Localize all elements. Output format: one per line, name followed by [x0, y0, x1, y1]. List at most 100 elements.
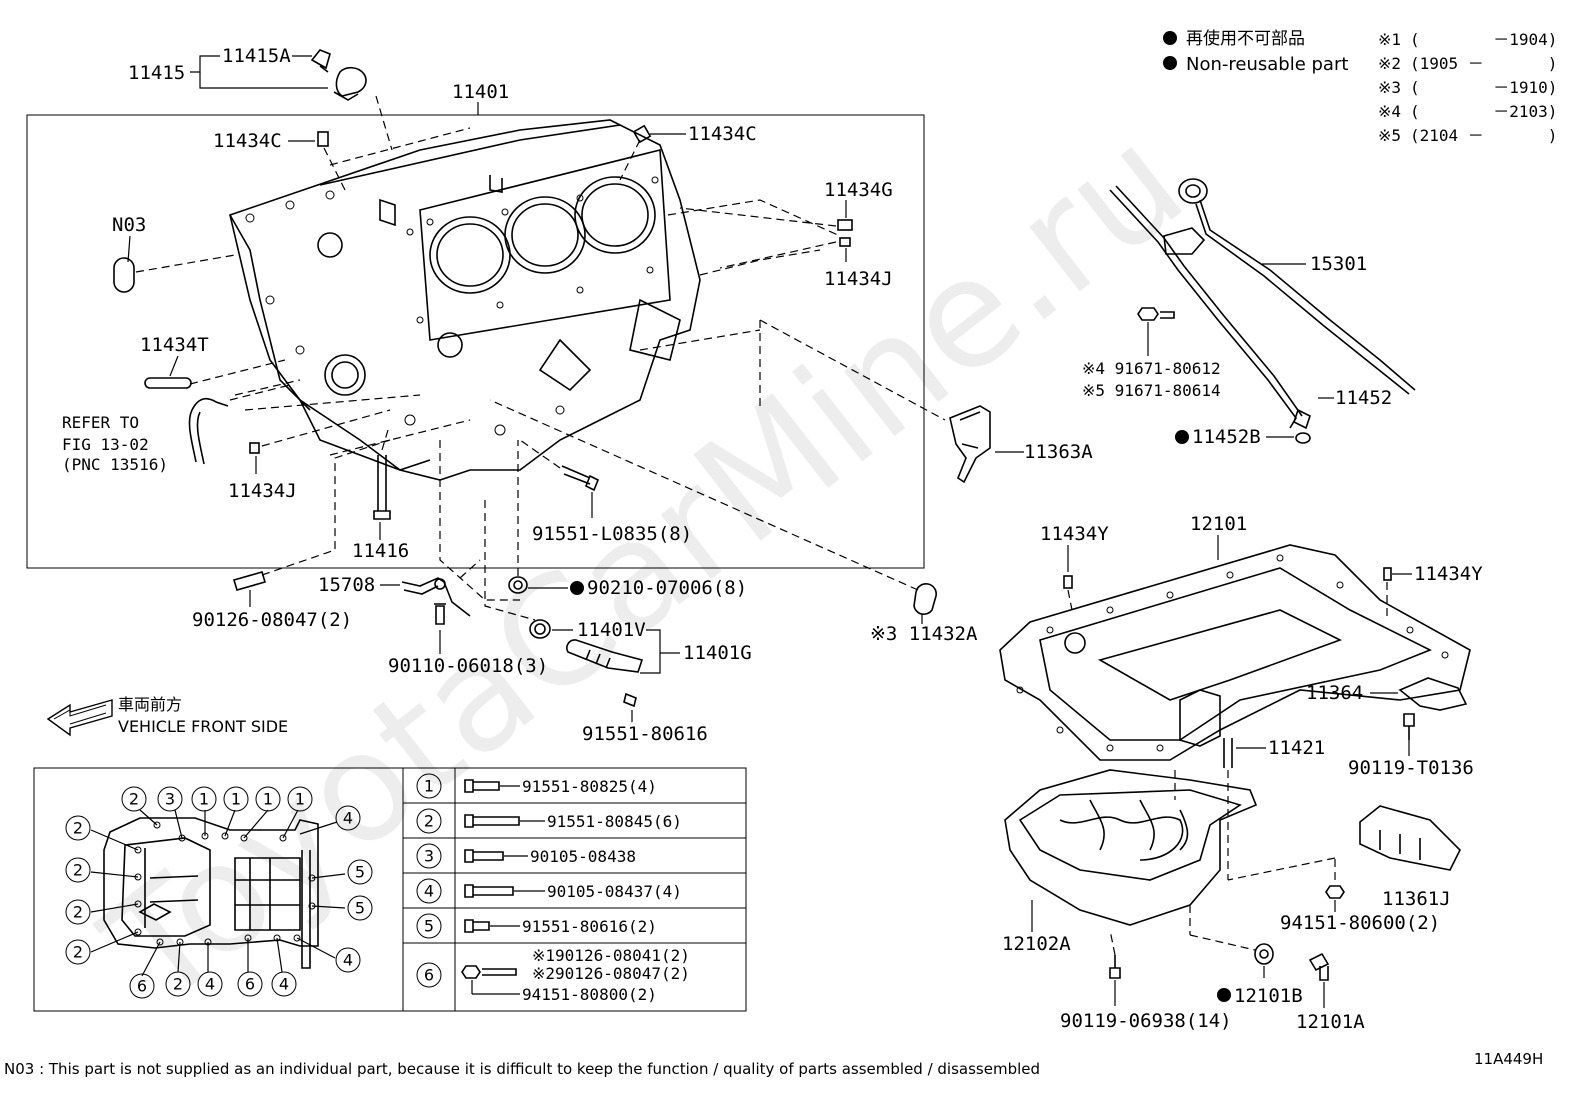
- bolt-row-5: 5 91551-80616(2): [416, 913, 657, 939]
- bolt-row-3: 3 90105-08438: [416, 843, 636, 869]
- callout-11434G: 11434G: [679, 179, 893, 269]
- bolt-row-6-part-a: ※190126-08041(2): [532, 946, 690, 965]
- label-11434C-left: 11434C: [213, 130, 282, 152]
- label-12102A: 12102A: [1002, 933, 1071, 955]
- note-range-3: ( －1910): [1410, 78, 1557, 97]
- map-callout: 6: [129, 973, 155, 999]
- cylinder-block-frame: [26, 114, 925, 569]
- label-11401G: 11401G: [683, 642, 752, 664]
- label-11364: 11364: [1306, 682, 1363, 704]
- bolt-row-5-num: 5: [424, 917, 434, 936]
- label-11434T: 11434T: [140, 334, 209, 356]
- bolt-row-2: 2 91551-80845(6): [416, 808, 682, 834]
- label-12101: 12101: [1190, 513, 1247, 535]
- svg-text:3: 3: [165, 790, 175, 809]
- label-11415: 11415: [128, 62, 185, 84]
- oil-pan-lower: [1004, 769, 1258, 951]
- drain-gasket: [1254, 943, 1274, 965]
- map-callout: 3: [157, 786, 183, 812]
- legend-non-reusable-ja: 再使用不可部品: [1186, 28, 1305, 49]
- bolt-row-6-part-c: 94151-80800(2): [522, 985, 657, 1004]
- svg-text:6: 6: [137, 977, 147, 996]
- map-callout: 1: [223, 786, 249, 812]
- label-11361J: 11361J: [1382, 888, 1451, 910]
- note-mark-2: ※2: [1378, 54, 1401, 73]
- label-11434G: 11434G: [824, 179, 893, 201]
- callout-11415: 11415 11415A: [128, 45, 393, 151]
- callout-11416: 11416: [352, 429, 409, 562]
- svg-text:4: 4: [279, 975, 289, 994]
- label-94151-80600: 94151-80600(2): [1280, 912, 1440, 934]
- svg-text:4: 4: [343, 951, 353, 970]
- callout-15708: 15708: [318, 440, 520, 625]
- label-90210-07006: 90210-07006(8): [587, 577, 747, 599]
- label-12101B: 12101B: [1234, 985, 1303, 1007]
- note-range-1: ( －1904): [1410, 30, 1557, 49]
- label-11401: 11401: [452, 81, 509, 103]
- note-range-2: (1905 － ): [1410, 54, 1557, 73]
- callout-N03: N03: [112, 214, 236, 293]
- bolt-map-callouts: 2 3 1 1 1 1 4 2 5 2 5 2 2 6 2 4 6 4 4: [65, 786, 373, 999]
- bolt-map-drawing: [90, 809, 346, 977]
- callout-91551-L0835: 91551-L0835(8): [519, 439, 692, 545]
- refer-line-3: (PNC 13516): [62, 455, 168, 474]
- label-11434Y-right: 11434Y: [1414, 563, 1483, 585]
- figure-code: 11A449H: [1474, 1050, 1543, 1068]
- bolt-row-4-num: 4: [424, 882, 434, 901]
- svg-text:1: 1: [231, 790, 241, 809]
- map-callout: 5: [347, 895, 373, 921]
- label-11434J-left: 11434J: [228, 480, 297, 502]
- svg-text:5: 5: [355, 863, 365, 882]
- bolt-row-3-part: 90105-08438: [530, 847, 636, 866]
- bolt-table: 1 91551-80825(4) 2 91551-80845(6) 3 9010…: [403, 768, 746, 1011]
- callout-90210-07006: 90210-07006(8): [508, 440, 747, 599]
- label-11434Y-left: 11434Y: [1040, 523, 1109, 545]
- map-callout: 2: [165, 971, 191, 997]
- map-callout: 1: [255, 786, 281, 812]
- label-90126-08047: 90126-08047(2): [192, 609, 352, 631]
- label-11434J-right: 11434J: [824, 268, 893, 290]
- label-91671-80614: ※5 91671-80614: [1082, 381, 1221, 400]
- svg-text:2: 2: [73, 943, 83, 962]
- label-11415A: 11415A: [222, 45, 291, 67]
- label-91671-80612: ※4 91671-80612: [1082, 359, 1221, 378]
- legend: 再使用不可部品 Non-reusable part ※1 ( －1904) ※2…: [1163, 28, 1557, 145]
- label-12101A: 12101A: [1296, 1011, 1365, 1033]
- bolt-row-2-num: 2: [424, 812, 434, 831]
- label-11452: 11452: [1335, 387, 1392, 409]
- label-11434C-right: 11434C: [688, 123, 757, 145]
- cylinder-block: [229, 119, 946, 481]
- note-mark-3: ※3: [1378, 78, 1401, 97]
- label-11452B: 11452B: [1192, 426, 1261, 448]
- refer-note: REFER TO FIG 13-02 (PNC 13516): [62, 384, 291, 474]
- label-11363A: 11363A: [1024, 441, 1093, 463]
- refer-line-1: REFER TO: [62, 413, 139, 432]
- vehicle-front-indicator: 車両前方 VEHICLE FRONT SIDE: [46, 695, 288, 737]
- label-90110-06018: 90110-06018(3): [388, 655, 548, 677]
- callout-11361J: 11361J: [1359, 805, 1461, 910]
- bolt-row-4: 4 90105-08437(4): [416, 878, 682, 904]
- label-15708: 15708: [318, 574, 375, 596]
- map-callout: 5: [347, 859, 373, 885]
- map-callout: 2: [65, 815, 91, 841]
- bolt-row-1-part: 91551-80825(4): [522, 777, 657, 796]
- footnote: N03 : This part is not supplied as an in…: [4, 1060, 1040, 1078]
- label-11432A: ※3 11432A: [870, 623, 978, 645]
- callout-11434T: 11434T: [140, 334, 286, 389]
- callout-11432A: ※3 11432A: [489, 399, 978, 645]
- note-mark-4: ※4: [1378, 102, 1401, 121]
- bolt-row-2-part: 91551-80845(6): [547, 812, 682, 831]
- map-callout: 4: [335, 805, 361, 831]
- map-callout: 4: [197, 971, 223, 997]
- callout-11434C-right: 11434C: [619, 123, 757, 181]
- svg-text:4: 4: [205, 975, 215, 994]
- svg-text:5: 5: [355, 899, 365, 918]
- map-callout: 2: [65, 899, 91, 925]
- label-11416: 11416: [352, 540, 409, 562]
- callout-11364: 11364 90119-T0136: [1306, 677, 1474, 779]
- label-90119-06938: 90119-06938(14): [1060, 1010, 1232, 1032]
- map-callout: 1: [191, 786, 217, 812]
- oil-pan-upper: [999, 544, 1471, 800]
- label-N03: N03: [112, 214, 146, 236]
- svg-text:2: 2: [73, 903, 83, 922]
